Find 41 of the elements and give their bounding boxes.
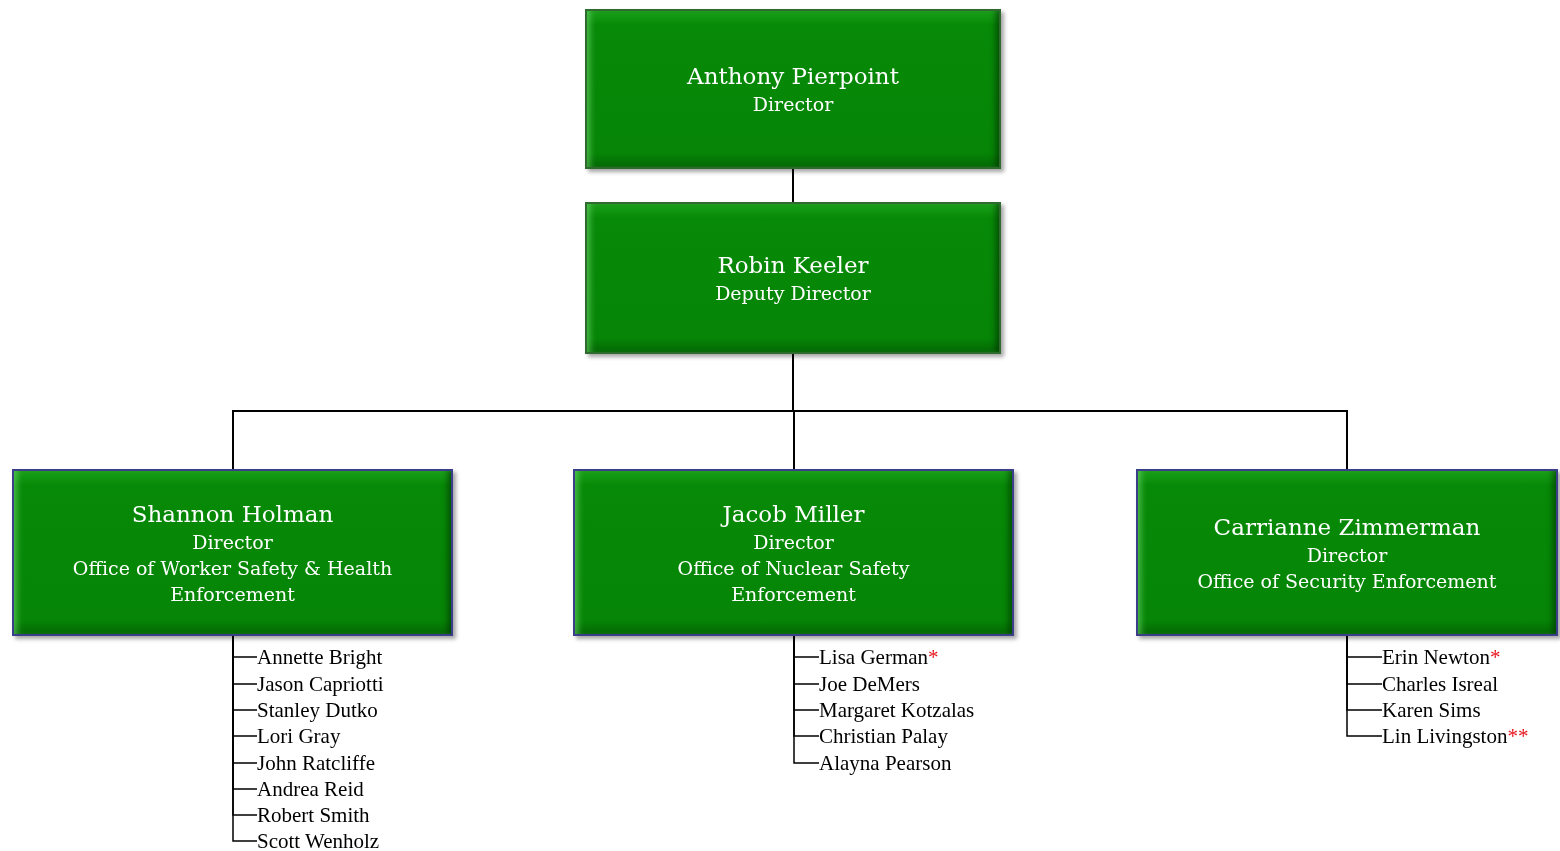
position-box bbox=[585, 202, 1001, 354]
staff-name: Christian Palay bbox=[819, 724, 948, 748]
staff-name: Lisa German bbox=[819, 645, 929, 669]
job-title: Director bbox=[1306, 542, 1388, 568]
person-name: Anthony Pierpoint bbox=[687, 62, 899, 91]
office-name: Office of Security Enforcement bbox=[1197, 568, 1497, 594]
connector-line bbox=[793, 635, 820, 764]
person-name: Jacob Miller bbox=[722, 499, 865, 529]
person-name: Shannon Holman bbox=[131, 499, 334, 529]
footnote-mark: * bbox=[1489, 645, 1501, 669]
staff-name: Charles Isreal bbox=[1382, 672, 1499, 696]
staff-name: Scott Wenholz bbox=[257, 829, 380, 851]
staff-name: Alayna Pearson bbox=[819, 751, 952, 775]
person-name: Carrianne Zimmerman bbox=[1213, 512, 1481, 542]
job-title: Deputy Director bbox=[715, 281, 871, 306]
footnote-mark: ** bbox=[1507, 724, 1529, 748]
staff-name: Lin Livingston bbox=[1382, 724, 1508, 748]
staff-name: Annette Bright bbox=[257, 645, 383, 669]
staff-name: Joe DeMers bbox=[819, 672, 920, 696]
office-name: Office of Nuclear Safety Enforcement bbox=[676, 555, 911, 607]
staff-name: Andrea Reid bbox=[257, 777, 364, 801]
staff-name: John Ratcliffe bbox=[257, 751, 375, 775]
staff-name: Stanley Dutko bbox=[257, 698, 378, 722]
position-box bbox=[573, 469, 1014, 636]
office-name: Office of Worker Safety & Health Enforcement bbox=[71, 555, 394, 607]
connector-line bbox=[792, 168, 794, 203]
position-box bbox=[585, 9, 1001, 169]
staff-name: Erin Newton bbox=[1382, 645, 1490, 669]
staff-name: Karen Sims bbox=[1382, 698, 1481, 722]
position-box bbox=[1136, 469, 1558, 636]
job-title: Director bbox=[192, 529, 273, 555]
job-title: Director bbox=[753, 529, 834, 555]
position-box bbox=[12, 469, 453, 636]
person-name: Robin Keeler bbox=[717, 251, 869, 280]
staff-name: Robert Smith bbox=[257, 803, 370, 827]
staff-name: Lori Gray bbox=[257, 724, 341, 748]
staff-name: Jason Capriotti bbox=[257, 672, 384, 696]
job-title: Director bbox=[752, 92, 834, 117]
staff-name: Margaret Kotzalas bbox=[819, 698, 975, 722]
footnote-mark: * bbox=[928, 645, 939, 669]
connector-line bbox=[1346, 635, 1383, 737]
